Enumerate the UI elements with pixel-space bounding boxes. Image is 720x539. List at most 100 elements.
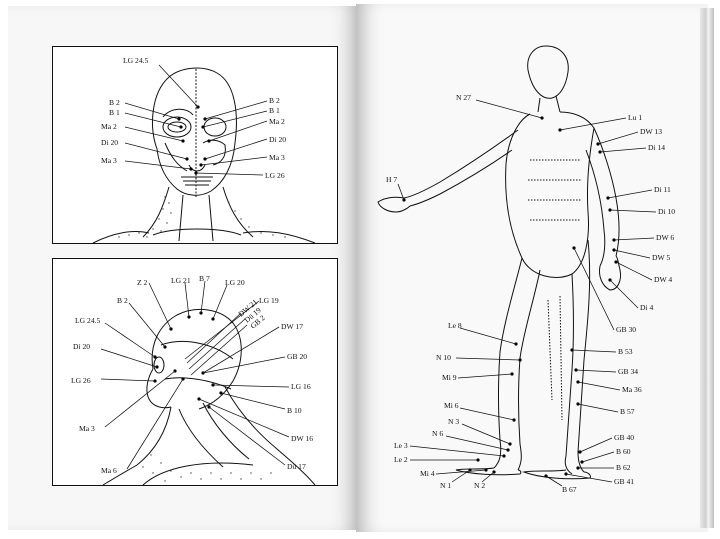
label-di14: Di 14 xyxy=(648,143,665,152)
label-lg245: LG 24.5 xyxy=(75,316,101,325)
ear xyxy=(153,356,165,374)
label-di10: Di 10 xyxy=(658,207,675,216)
face-profile xyxy=(146,368,172,409)
label-n27: N 27 xyxy=(456,93,471,102)
back-line xyxy=(142,462,254,486)
label-b67: B 67 xyxy=(562,485,577,494)
skull-outline xyxy=(151,309,242,410)
label-b2-right: B 2 xyxy=(269,96,280,105)
body-neck xyxy=(537,95,561,113)
back-arm-inner xyxy=(585,149,606,267)
leg-hatching xyxy=(547,295,563,421)
trapezius-line-1 xyxy=(178,408,224,468)
face-figure-frame: LG 24.5 B 2 B 1 Ma 2 Di 20 Ma 3 B 2 B 1 … xyxy=(52,46,338,244)
label-ma2-right: Ma 2 xyxy=(269,117,285,126)
foot-front xyxy=(455,467,522,476)
label-b57: B 57 xyxy=(620,407,635,416)
occipital-line xyxy=(164,377,232,390)
teeth xyxy=(181,176,213,186)
arm-upper-edge xyxy=(403,129,519,199)
head-outline xyxy=(152,67,237,196)
label-b10: B 10 xyxy=(287,406,302,415)
label-lg26: LG 26 xyxy=(265,171,285,180)
label-gb20: GB 20 xyxy=(287,352,307,361)
back-arm-outer xyxy=(593,127,620,257)
label-ma3-left: Ma 3 xyxy=(101,156,117,165)
label-lg26: LG 26 xyxy=(71,376,91,385)
label-b53: B 53 xyxy=(618,347,633,356)
label-gb30: GB 30 xyxy=(616,325,636,334)
label-b1-right: B 1 xyxy=(269,106,280,115)
label-h7: H 7 xyxy=(386,175,397,184)
collarbone xyxy=(152,228,242,236)
label-b7: B 7 xyxy=(199,274,210,283)
stipple xyxy=(118,196,286,238)
label-lg19: LG 19 xyxy=(259,296,279,305)
label-lg21: LG 21 xyxy=(171,276,191,285)
body-head xyxy=(527,45,569,99)
eye-left xyxy=(167,121,187,133)
label-di4: Di 4 xyxy=(640,303,653,312)
face-illustration: LG 24.5 B 2 B 1 Ma 2 Di 20 Ma 3 B 2 B 1 … xyxy=(92,56,316,244)
label-le2: Le 2 xyxy=(394,455,408,464)
label-b2-left: B 2 xyxy=(109,98,120,107)
nose xyxy=(188,164,206,172)
cheek-left xyxy=(164,142,188,172)
label-mi9: Mi 9 xyxy=(442,373,457,382)
label-gb34: GB 34 xyxy=(618,367,638,376)
label-dw6: DW 6 xyxy=(656,233,674,242)
leg-back-outer xyxy=(564,273,574,475)
head-illustration: Z 2 LG 21 B 7 LG 20 B 2 LG 19 LG 24.5 DW… xyxy=(71,274,316,486)
label-z2: Z 2 xyxy=(137,278,148,287)
point-dw16 xyxy=(197,397,201,401)
label-n10: N 10 xyxy=(436,353,451,362)
temporal-line xyxy=(160,341,234,360)
point-b10 xyxy=(219,391,223,395)
leg-front-inner xyxy=(517,269,541,471)
label-lu1: Lu 1 xyxy=(628,113,642,122)
trapezius-line-2 xyxy=(202,402,250,460)
leg-back-inner xyxy=(577,239,591,473)
label-dw4: DW 4 xyxy=(654,275,672,284)
label-dw5: DW 5 xyxy=(652,253,670,262)
label-di20-right: Di 20 xyxy=(269,135,286,144)
page-edge xyxy=(700,8,714,528)
label-n3: N 3 xyxy=(448,417,459,426)
label-di20: Di 20 xyxy=(73,342,90,351)
neck-muscles xyxy=(178,194,214,242)
neck-front xyxy=(102,406,172,486)
label-ma6: Ma 6 xyxy=(101,466,117,475)
label-di11: Di 11 xyxy=(654,185,671,194)
label-dw17: DW 17 xyxy=(281,322,303,331)
label-lg16: LG 16 xyxy=(291,382,311,391)
label-le3: Le 3 xyxy=(394,441,408,450)
label-lg245: LG 24.5 xyxy=(123,56,149,65)
back-hand xyxy=(599,255,621,291)
hand-outstretched xyxy=(377,196,411,213)
label-mi4: Mi 4 xyxy=(420,469,435,478)
right-page xyxy=(356,4,708,532)
label-dw16: DW 16 xyxy=(291,434,313,443)
head-figure-frame: Z 2 LG 21 B 7 LG 20 B 2 LG 19 LG 24.5 DW… xyxy=(52,258,338,486)
orbit-left xyxy=(162,116,192,138)
foot-back xyxy=(522,469,591,480)
body-torso xyxy=(505,111,595,278)
leg-front-outer xyxy=(493,257,523,469)
neck-back xyxy=(224,386,316,486)
stipple xyxy=(142,454,272,482)
label-gb40: GB 40 xyxy=(614,433,634,442)
label-lg20: LG 20 xyxy=(225,278,245,287)
label-dw13: DW 13 xyxy=(640,127,662,136)
arm-lower-edge xyxy=(409,149,513,207)
label-n2: N 2 xyxy=(474,481,485,490)
label-ma36: Ma 36 xyxy=(622,385,642,394)
label-ma3: Ma 3 xyxy=(79,424,95,433)
label-b2: B 2 xyxy=(117,296,128,305)
shoulders xyxy=(92,230,316,244)
label-ma3-right: Ma 3 xyxy=(269,153,285,162)
label-b1-left: B 1 xyxy=(109,108,120,117)
ab-hatching xyxy=(528,159,582,221)
label-gb41: GB 41 xyxy=(614,477,634,486)
